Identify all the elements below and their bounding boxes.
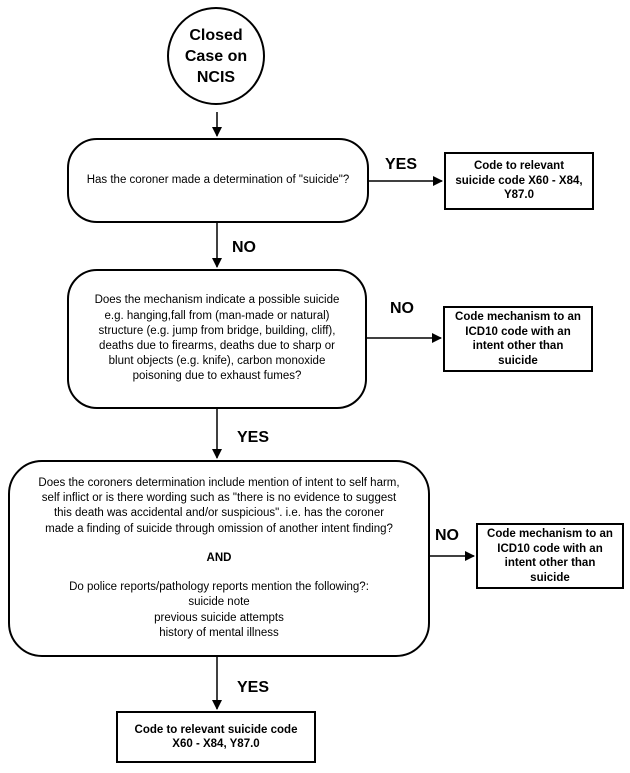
decision-line: history of mental illness	[159, 626, 279, 639]
result-line: Code to relevant	[473, 160, 565, 173]
result-line: suicide code X60 - X84,	[455, 174, 583, 187]
decision-line: previous suicide attempts	[154, 611, 284, 624]
result-line: intent other than	[504, 557, 596, 569]
decision-line: self inflict or is there wording such as…	[41, 492, 397, 505]
start-node-closed-case: Closed Case on NCIS	[167, 7, 265, 105]
result-line: Code mechanism to an	[487, 528, 613, 540]
start-line: NCIS	[196, 68, 236, 86]
result-icd10-intent-1: Code mechanism to an ICD10 code with an …	[443, 306, 593, 372]
and-separator: AND	[206, 551, 232, 564]
start-line: Closed	[189, 26, 243, 44]
no-label-q1: NO	[232, 239, 256, 256]
no-label-q3: NO	[435, 527, 459, 544]
decision-line: Does the mechanism indicate a possible s…	[94, 294, 340, 307]
result-suicide-code-2: Code to relevant suicide code X60 - X84,…	[116, 711, 316, 763]
yes-label-q2: YES	[237, 429, 270, 446]
decision-mechanism: Does the mechanism indicate a possible s…	[67, 269, 367, 409]
result-line: suicide	[530, 571, 570, 584]
result-line: X60 - X84, Y87.0	[172, 738, 260, 750]
decision-text: Has the coroner made a determination of …	[86, 173, 350, 186]
result-line: suicide	[498, 354, 538, 367]
decision-line: deaths due to firearms, deaths due to sh…	[99, 340, 335, 352]
decision-coroner-suicide: Has the coroner made a determination of …	[67, 138, 369, 223]
yes-label-q3: YES	[237, 679, 270, 696]
result-icd10-intent-2: Code mechanism to an ICD10 code with an …	[476, 523, 624, 589]
result-suicide-code-1: Code to relevant suicide code X60 - X84,…	[444, 152, 594, 210]
decision-line: e.g. hanging,fall from (man-made or natu…	[104, 309, 330, 322]
result-line: ICD10 code with an	[465, 325, 571, 338]
decision-line: Do police reports/pathology reports ment…	[69, 581, 369, 594]
decision-line: suicide note	[188, 596, 250, 609]
result-line: Code to relevant suicide code	[134, 723, 298, 736]
decision-line: structure (e.g. jump from bridge, buildi…	[98, 324, 336, 337]
decision-line: made a finding of suicide through omissi…	[45, 522, 393, 535]
result-line: Code mechanism to an	[455, 311, 581, 323]
start-line: Case on	[184, 47, 248, 65]
decision-line: poisoning due to exhaust fumes?	[132, 370, 302, 383]
result-line: ICD10 code with an	[497, 542, 603, 555]
yes-label-q1: YES	[385, 156, 418, 173]
result-line: Y87.0	[503, 189, 535, 202]
decision-intent-self-harm: Does the coroners determination include …	[8, 460, 430, 657]
result-line: intent other than	[472, 340, 564, 352]
decision-line: blunt objects (e.g. knife), carbon monox…	[108, 355, 326, 368]
decision-line: Does the coroners determination include …	[38, 477, 400, 490]
no-label-q2: NO	[390, 300, 414, 317]
decision-line: this death was accidental and/or suspici…	[53, 507, 385, 520]
